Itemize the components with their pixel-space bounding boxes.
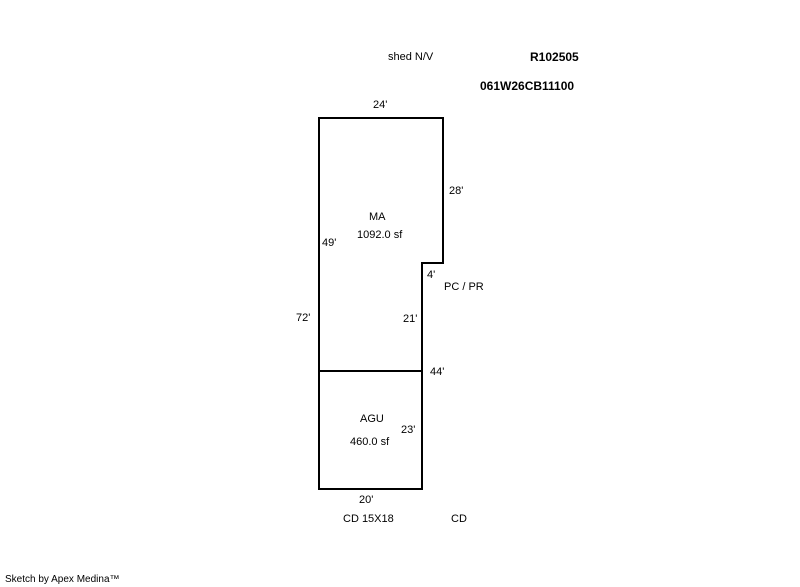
porch-label: PC / PR bbox=[444, 281, 484, 293]
area-size-agu: 460.0 sf bbox=[350, 436, 390, 448]
dim-right-upper: 28' bbox=[449, 185, 464, 197]
dim-left-total: 72' bbox=[296, 312, 311, 324]
area-code-ma: MA bbox=[369, 211, 386, 223]
area-size-ma: 1092.0 sf bbox=[357, 229, 403, 241]
shed-note: shed N/V bbox=[388, 51, 434, 63]
dim-right-lower: 23' bbox=[401, 424, 416, 436]
account-id: R102505 bbox=[530, 50, 579, 64]
dim-top: 24' bbox=[373, 99, 388, 111]
dim-notch: 4' bbox=[427, 269, 436, 281]
main-area-outline bbox=[318, 117, 444, 372]
area-code-agu: AGU bbox=[360, 413, 384, 425]
dim-bottom: 20' bbox=[359, 494, 374, 506]
dim-right-total: 44' bbox=[430, 366, 445, 378]
footer-credit: Sketch by Apex Medina™ bbox=[5, 574, 120, 585]
garage-area-outline bbox=[318, 370, 423, 490]
cd-note-left: CD 15X18 bbox=[343, 513, 394, 525]
map-tax-lot: 061W26CB11100 bbox=[480, 79, 575, 93]
dim-right-mid: 21' bbox=[403, 313, 418, 325]
cd-note-right: CD bbox=[451, 513, 467, 525]
dim-left-upper: 49' bbox=[322, 237, 337, 249]
